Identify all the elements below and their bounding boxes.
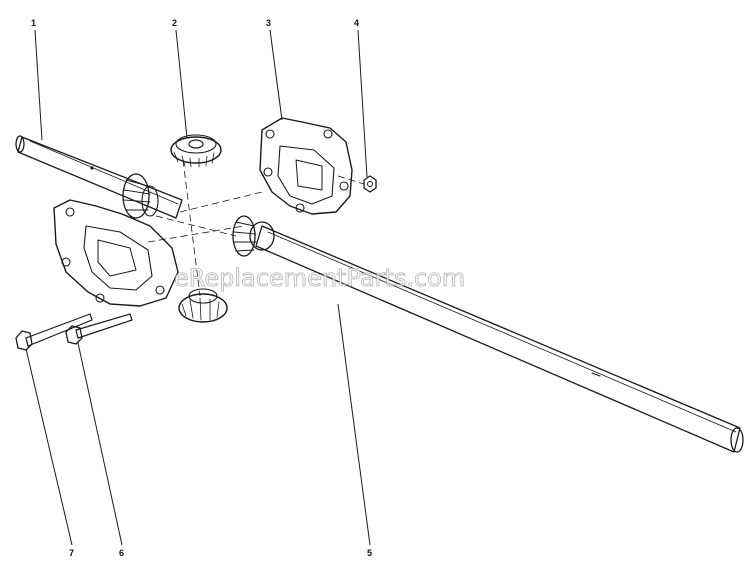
watermark-text: eReplacementParts.com — [174, 264, 465, 292]
callout-labels: 1 2 3 4 5 6 7 — [31, 18, 372, 558]
left-shaft-bevel-gear — [122, 173, 159, 219]
left-gear-case — [53, 199, 179, 307]
callout-leader-lines — [25, 29, 371, 546]
callout-4: 4 — [354, 18, 359, 28]
callout-6: 6 — [119, 548, 124, 558]
callout-2: 2 — [172, 18, 177, 28]
part-4-nut — [363, 175, 377, 193]
part-1-left-axle-shaft — [15, 135, 183, 219]
part-7-bolt — [15, 313, 93, 351]
lower-side-gear — [178, 288, 228, 323]
part-2-side-gear — [170, 134, 222, 168]
part-6-bolt — [65, 313, 133, 345]
callout-1: 1 — [31, 18, 36, 28]
part-5-long-axle-shaft — [232, 215, 744, 453]
callout-7: 7 — [69, 548, 74, 558]
alignment-lines — [147, 159, 365, 297]
part-3-right-gear-case — [259, 117, 353, 215]
callout-5: 5 — [367, 548, 372, 558]
callout-3: 3 — [266, 18, 271, 28]
